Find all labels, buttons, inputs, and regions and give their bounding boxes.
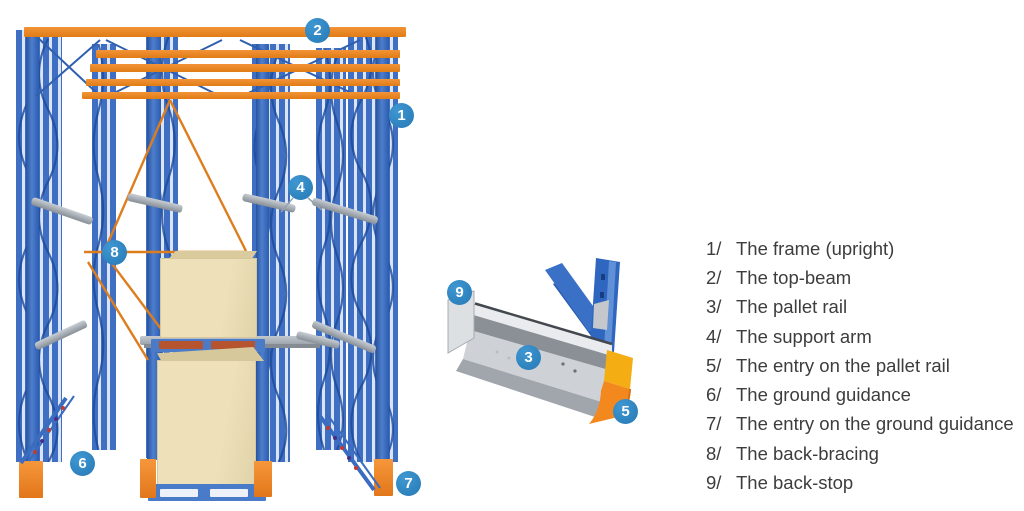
rack-illustration xyxy=(0,0,440,511)
pallet-slot xyxy=(160,489,198,497)
frame-lattice-waves xyxy=(92,44,116,450)
upright-post xyxy=(147,28,161,460)
upright-diagonal-arm xyxy=(545,263,606,332)
rack-foot xyxy=(254,461,272,497)
legend-item: 7/ The entry on the ground guidance xyxy=(706,410,1022,439)
legend-label: The pallet rail xyxy=(736,296,848,318)
legend-number: 2/ xyxy=(706,266,722,288)
callout-2: 2 xyxy=(305,18,330,43)
legend-label: The ground guidance xyxy=(736,384,911,406)
frame-right-inner xyxy=(316,48,346,450)
legend-item: 6/ The ground guidance xyxy=(706,380,1022,409)
entry-guard-yellow xyxy=(604,350,633,389)
legend-label: The frame (upright) xyxy=(736,237,895,259)
legend-label: The back-bracing xyxy=(736,442,879,464)
rail-trough xyxy=(470,314,612,371)
rail-top-edge xyxy=(474,302,613,346)
upright-post xyxy=(376,28,389,462)
legend-label: The top-beam xyxy=(736,266,852,288)
rail-mark xyxy=(507,356,511,360)
callout-3: 3 xyxy=(516,345,541,370)
legend-label: The entry on the ground guidance xyxy=(736,413,1014,435)
rail-rivet xyxy=(561,362,565,366)
upright-hole xyxy=(601,274,605,280)
upright-hole xyxy=(600,292,604,298)
callout-5: 5 xyxy=(613,399,638,424)
legend-item: 3/ The pallet rail xyxy=(706,293,1022,322)
legend-number: 3/ xyxy=(706,296,722,318)
legend-number: 8/ xyxy=(706,442,722,464)
frame-lattice-waves xyxy=(316,48,346,450)
pallet-rail-detail-illustration xyxy=(447,258,633,424)
callout-9: 9 xyxy=(447,280,472,305)
legend-number: 9/ xyxy=(706,472,722,494)
callout-1: 1 xyxy=(389,103,414,128)
callout-7: 7 xyxy=(396,471,421,496)
pallet-board xyxy=(159,341,203,349)
top-beam xyxy=(96,50,400,58)
legend-item: 8/ The back-bracing xyxy=(706,439,1022,468)
callout-6: 6 xyxy=(70,451,95,476)
rack-foot xyxy=(140,459,156,498)
legend-item: 1/ The frame (upright) xyxy=(706,234,1022,263)
legend-item: 2/ The top-beam xyxy=(706,263,1022,292)
legend-number: 4/ xyxy=(706,325,722,347)
rack-foot xyxy=(19,461,43,498)
legend-label: The entry on the pallet rail xyxy=(736,354,950,376)
top-beam xyxy=(86,79,400,86)
pallet-slot xyxy=(210,489,248,497)
ground-guidance-lines xyxy=(19,197,381,492)
legend-number: 5/ xyxy=(706,354,722,376)
legend-number: 6/ xyxy=(706,384,722,406)
upright-bracket xyxy=(593,300,609,330)
upright-post xyxy=(26,30,39,462)
legend-number: 1/ xyxy=(706,237,722,259)
rail-mark xyxy=(495,350,499,354)
callout-4: 4 xyxy=(288,175,313,200)
legend-item: 9/ The back-stop xyxy=(706,468,1022,497)
legend-label: The support arm xyxy=(736,325,872,347)
rail-web xyxy=(463,330,612,403)
legend-item: 4/ The support arm xyxy=(706,322,1022,351)
legend: 1/ The frame (upright) 2/ The top-beam 3… xyxy=(706,234,1022,498)
legend-label: The back-stop xyxy=(736,472,854,494)
pallet-base xyxy=(148,484,266,501)
rail-bottom-lip xyxy=(456,359,605,418)
top-beam xyxy=(82,92,400,99)
legend-number: 7/ xyxy=(706,413,722,435)
rail-top-flange xyxy=(470,302,612,356)
pallet-load xyxy=(157,360,256,485)
callout-8: 8 xyxy=(102,240,127,265)
pallet-load-top xyxy=(167,251,257,260)
pallet-load xyxy=(160,258,257,338)
top-beam xyxy=(24,27,406,37)
top-beam xyxy=(90,64,400,72)
legend-item: 5/ The entry on the pallet rail xyxy=(706,351,1022,380)
rail-rivet xyxy=(573,369,577,373)
pallet-board xyxy=(211,341,255,349)
